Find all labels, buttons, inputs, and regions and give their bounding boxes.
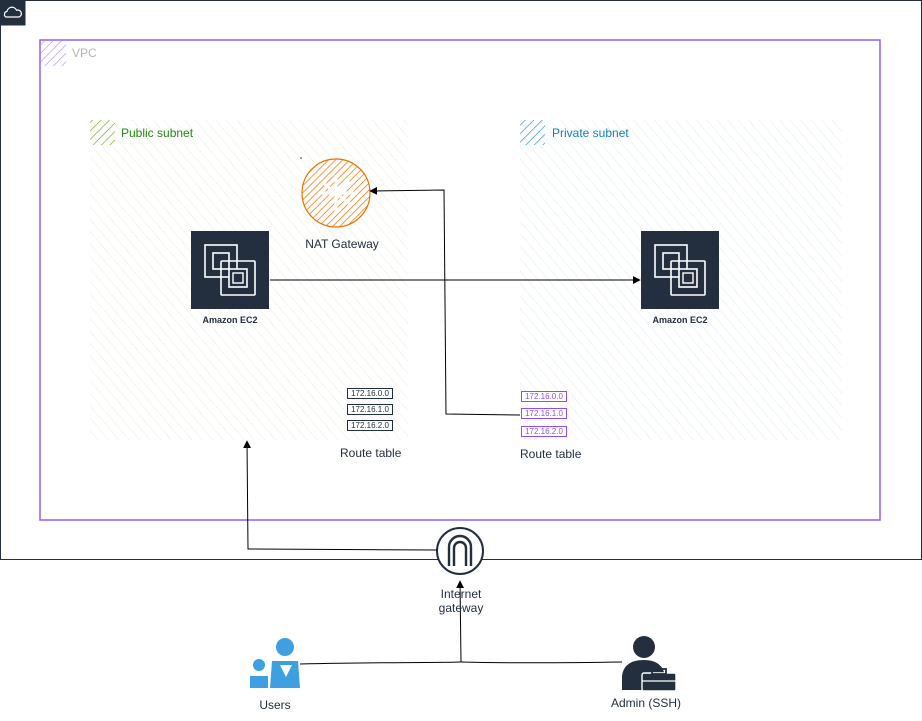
route-entry: 172.16.1.0 [521, 408, 567, 419]
internet-gateway-label: Internet gateway [438, 587, 484, 615]
private-route-table-to-nat-arrow [369, 186, 521, 416]
ec2-private-label: Amazon EC2 [652, 315, 708, 325]
admin-user-icon [622, 636, 677, 692]
public-subnet-label: Public subnet [121, 126, 194, 140]
cloud-icon [3, 6, 22, 18]
route-entry: 172.16.0.0 [347, 388, 393, 399]
ec2-public-to-ec2-private-arrow [269, 276, 641, 285]
vpc-icon [41, 41, 66, 66]
nat-gateway-icon [300, 157, 371, 228]
public-subnet-icon [90, 120, 115, 145]
internet-gateway-to-public-subnet-arrow [243, 440, 438, 551]
users-icon [250, 638, 300, 688]
ec2-private-icon [641, 231, 719, 309]
private-subnet-label: Private subnet [552, 126, 629, 140]
route-entry: 172.16.2.0 [347, 420, 393, 431]
users-label: Users [259, 698, 291, 712]
nat-gateway-label: NAT Gateway [305, 237, 379, 251]
route-entry: 172.16.2.0 [521, 426, 567, 437]
connectors [243, 186, 641, 665]
clients-to-internet-gateway-arrow [456, 580, 465, 663]
users-to-internet-gateway-line [299, 661, 462, 665]
vpc-group [39, 39, 881, 521]
ec2-public-icon [191, 231, 269, 309]
private-subnet-icon [520, 120, 545, 145]
private-route-table-label: Route table [520, 447, 582, 461]
admin-to-internet-gateway-line [460, 661, 623, 664]
route-entry: 172.16.0.0 [521, 391, 567, 402]
route-entry: 172.16.1.0 [347, 404, 393, 415]
ec2-public-label: Amazon EC2 [202, 315, 258, 325]
admin-label: Admin (SSH) [610, 696, 682, 710]
vpc-label: VPC [72, 46, 97, 60]
public-route-table-label: Route table [340, 446, 402, 460]
internet-gateway-icon [436, 527, 484, 575]
